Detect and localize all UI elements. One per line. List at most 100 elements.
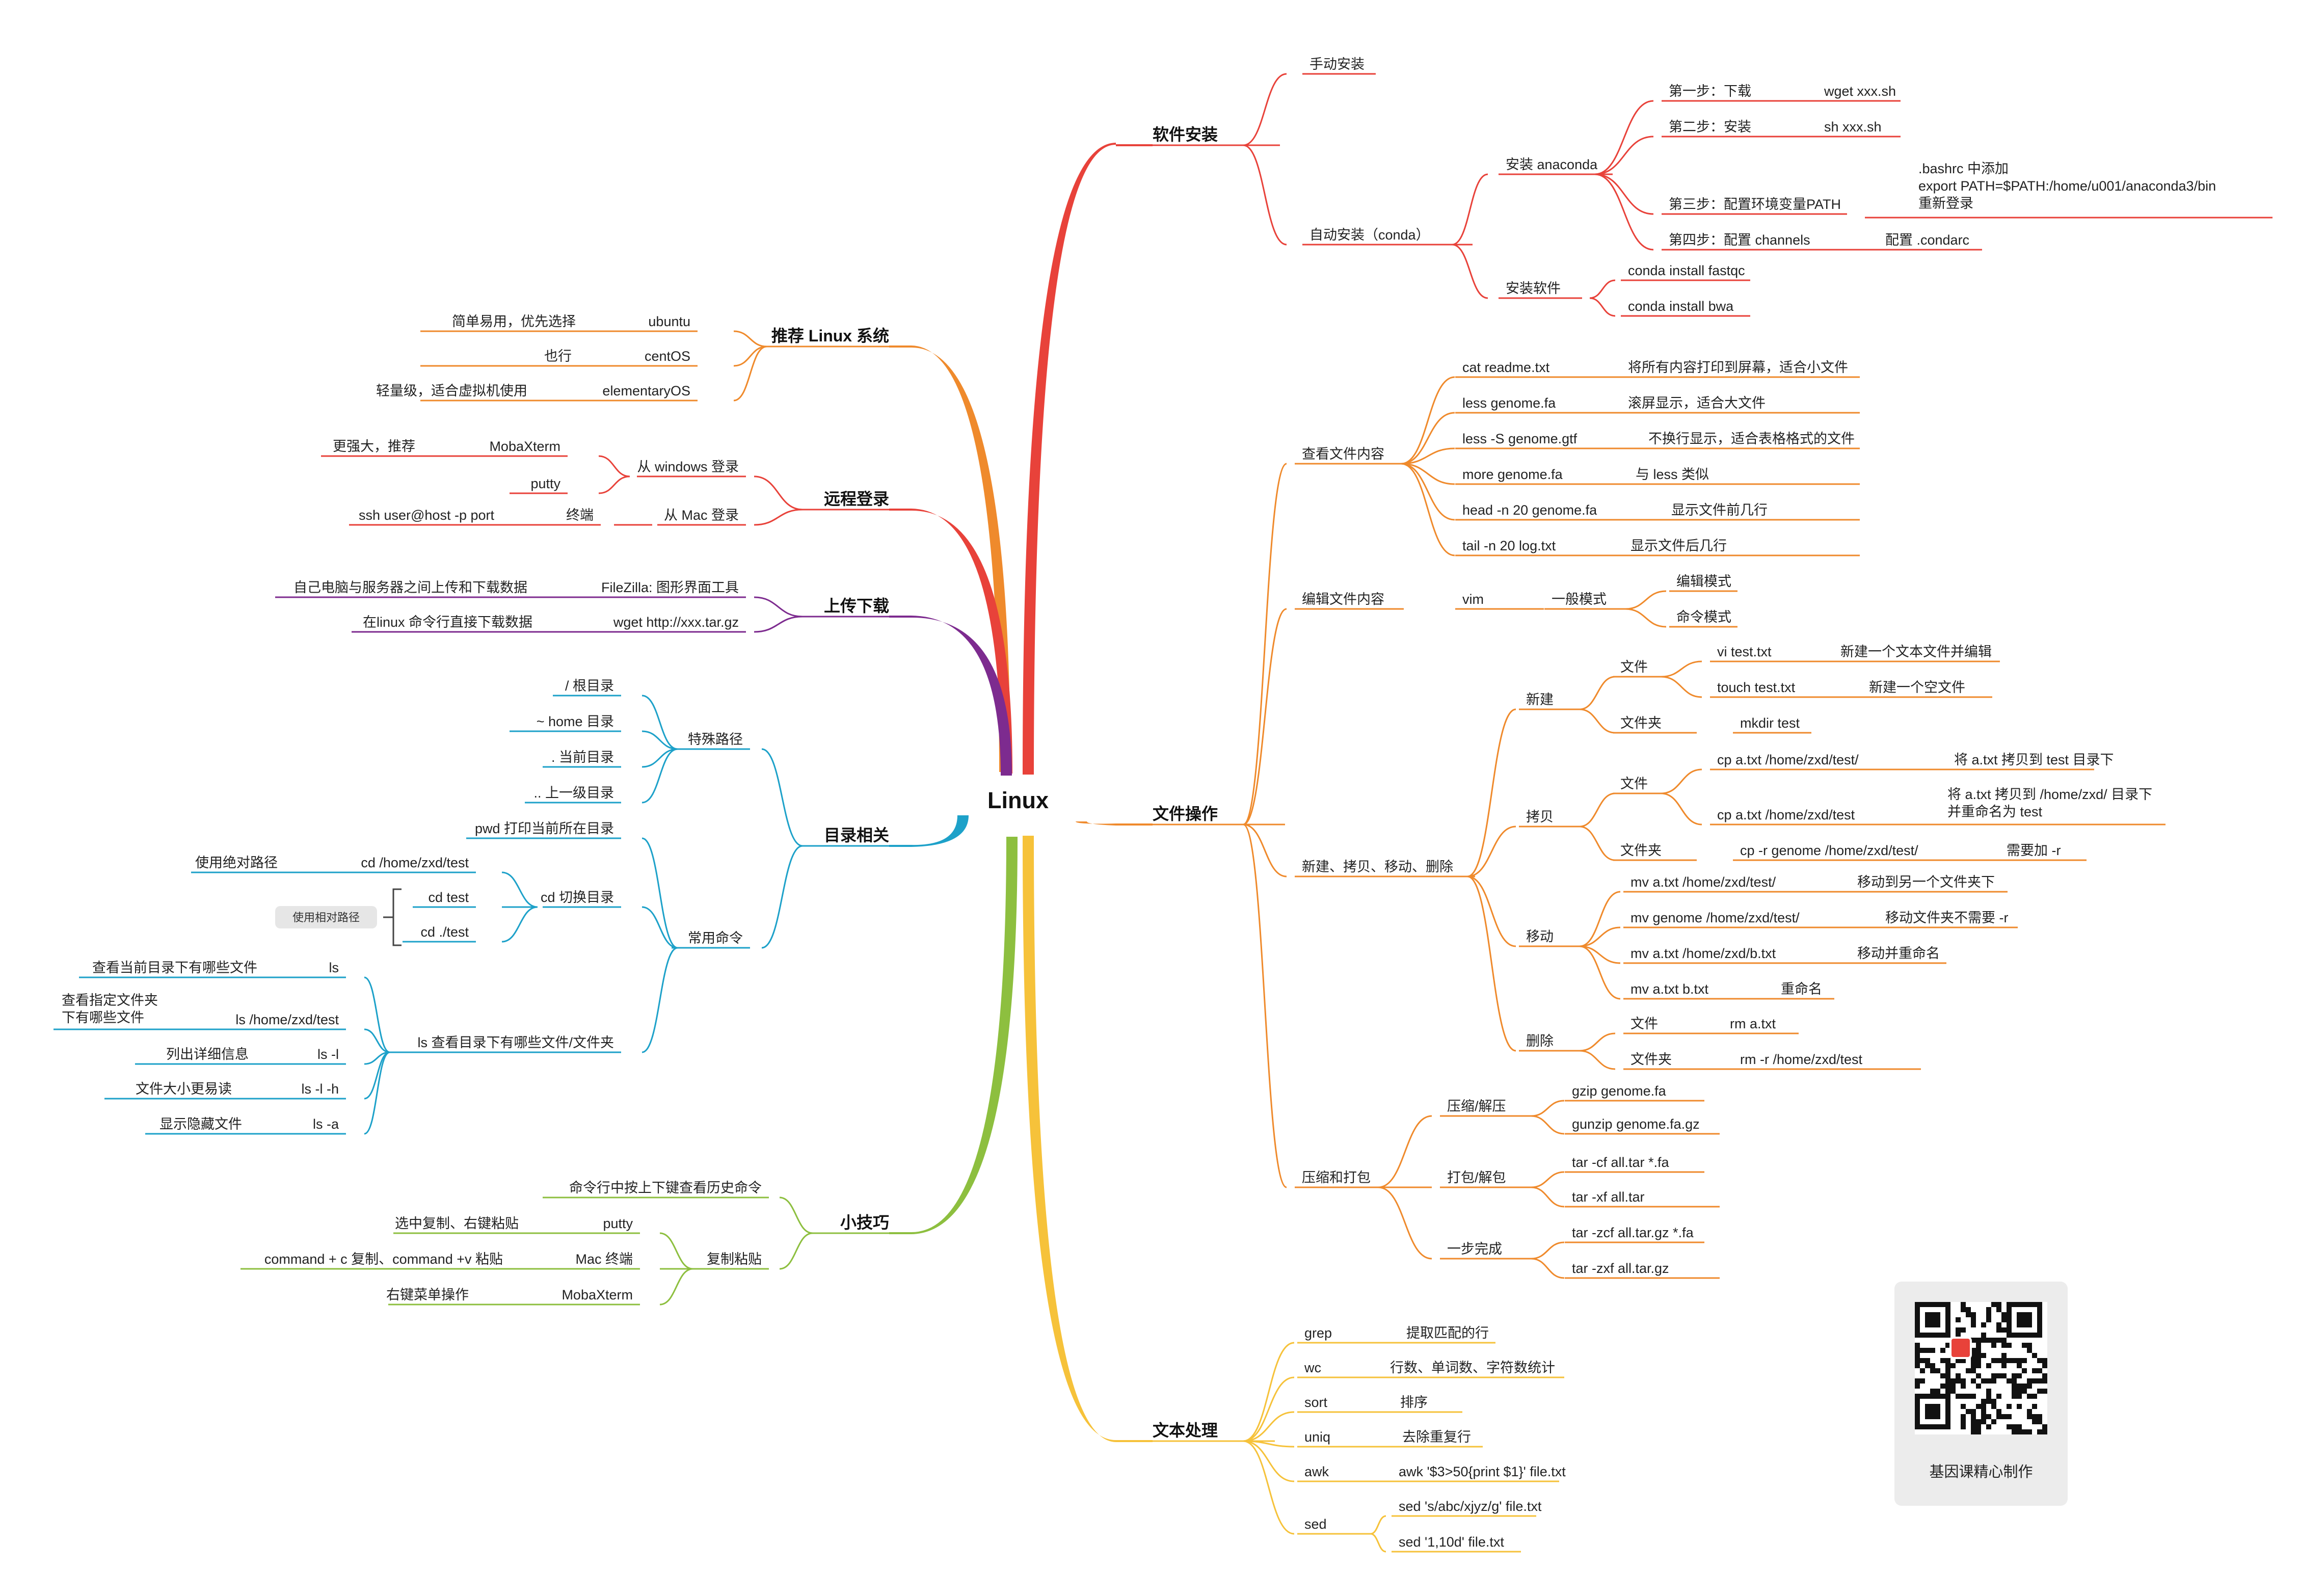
- qr-module: [1996, 1322, 2001, 1327]
- node-label: 命令行中按上下键查看历史命令: [569, 1180, 762, 1195]
- edge-curve: [1243, 823, 1287, 877]
- edge-curve: [1589, 297, 1616, 317]
- qr-module: [1976, 1358, 1981, 1363]
- qr-module: [2042, 1358, 2047, 1363]
- qr-module: [1956, 1358, 1961, 1363]
- qr-module: [2042, 1373, 2047, 1378]
- edge-curve: [598, 475, 630, 494]
- qr-module: [1991, 1399, 1996, 1404]
- edge-curve: [1625, 590, 1667, 610]
- node-label: MobaXterm: [562, 1287, 633, 1302]
- qr-module: [1945, 1358, 1950, 1363]
- edge-curve: [1579, 945, 1621, 964]
- qr-module: [2037, 1368, 2042, 1373]
- qr-module: [1991, 1373, 1996, 1378]
- qr-module: [2027, 1414, 2032, 1419]
- qr-module: [1925, 1348, 1930, 1353]
- edge-curve: [641, 730, 678, 750]
- description-text: 自己电脑与服务器之间上传和下载数据: [293, 580, 527, 595]
- edge-curve: [779, 1232, 813, 1270]
- command-text: mv a.txt /home/zxd/test/: [1630, 874, 1776, 890]
- command-text: wget xxx.sh: [1824, 84, 1896, 99]
- edge-curve: [1467, 708, 1516, 877]
- command-text: tar -zxf all.tar.gz: [1572, 1261, 1669, 1276]
- qr-module: [1991, 1404, 1996, 1409]
- description-text: 不换行显示，适合表格格式的文件: [1648, 431, 1855, 446]
- qr-module: [1935, 1389, 1940, 1394]
- qr-module: [1986, 1363, 1991, 1368]
- command-text: mv a.txt b.txt: [1630, 981, 1709, 997]
- node-label: 特殊路径: [688, 732, 743, 747]
- qr-module: [1971, 1363, 1976, 1368]
- edge-curve: [1661, 676, 1702, 698]
- node-label: 文件: [1620, 776, 1648, 791]
- qr-module: [1971, 1358, 1976, 1363]
- edge-curve: [1401, 447, 1455, 465]
- edge-curve: [1401, 463, 1455, 485]
- qr-module: [1956, 1333, 1961, 1338]
- description-text: 将 a.txt 拷贝到 test 目录下: [1954, 752, 2114, 767]
- qr-module: [1915, 1363, 1920, 1368]
- node-label: 第三步：配置环境变量PATH: [1669, 197, 1841, 212]
- description-text: 提取匹配的行: [1406, 1325, 1489, 1341]
- edge-curve: [1531, 1115, 1565, 1135]
- command-text: ssh user@host -p port: [359, 508, 495, 523]
- edge-curve: [1594, 136, 1654, 175]
- node-label: 复制粘贴: [707, 1252, 762, 1267]
- node-label: / 根目录: [565, 678, 614, 694]
- edge-curve: [761, 748, 803, 847]
- node-label: 命令模式: [1676, 609, 1731, 625]
- qr-module: [1920, 1358, 1925, 1363]
- command-text: less -S genome.gtf: [1462, 431, 1578, 446]
- node-label: .. 上一级目录: [533, 785, 614, 801]
- qr-module: [1986, 1424, 1991, 1429]
- node-label: MobaXterm: [489, 439, 560, 454]
- qr-module: [1940, 1373, 1945, 1378]
- description-text: 选中复制、右键粘贴: [395, 1216, 519, 1231]
- command-text: mv a.txt /home/zxd/b.txt: [1630, 946, 1776, 961]
- qr-module: [2037, 1419, 2042, 1424]
- node-label: 文件夹: [1630, 1052, 1672, 1067]
- qr-module: [2012, 1389, 2017, 1394]
- qr-module: [1915, 1358, 1920, 1363]
- command-text: cp -r genome /home/zxd/test/: [1740, 843, 1918, 858]
- qr-module: [2032, 1404, 2037, 1409]
- node-label: 一般模式: [1552, 592, 1607, 607]
- qr-module: [1925, 1358, 1930, 1363]
- node-label: 终端: [566, 508, 594, 523]
- qr-module: [1966, 1368, 1971, 1373]
- qr-module: [1915, 1353, 1920, 1358]
- qr-module: [1981, 1409, 1986, 1414]
- description-text: 查看当前目录下有哪些文件: [92, 960, 257, 975]
- branch-transfer: [911, 616, 1012, 776]
- qr-module: [1971, 1394, 1976, 1399]
- command-text: cd 切换目录: [541, 890, 614, 905]
- node-label: 新建、拷贝、移动、删除: [1302, 859, 1453, 874]
- edge-curve: [364, 976, 390, 1053]
- qr-module: [1976, 1348, 1981, 1353]
- node-label: 安装 anaconda: [1506, 157, 1598, 172]
- branch-soft: [1023, 143, 1116, 775]
- node-label: putty: [603, 1216, 633, 1231]
- qr-module: [1971, 1353, 1976, 1358]
- edge-curve: [754, 616, 803, 633]
- edge-curve: [761, 845, 803, 949]
- qr-module: [1971, 1368, 1976, 1373]
- qr-module: [1991, 1358, 1996, 1363]
- command-text: ls -a: [313, 1116, 339, 1132]
- node-label: putty: [530, 476, 560, 491]
- edge-curve: [1243, 144, 1287, 246]
- qr-module: [2012, 1384, 2017, 1389]
- command-text: vim: [1462, 592, 1484, 607]
- qr-module: [1956, 1373, 1961, 1378]
- edge-curve: [659, 1232, 693, 1270]
- edge-curve: [1579, 708, 1616, 734]
- qr-module: [2017, 1363, 2022, 1368]
- qr-module: [2022, 1368, 2027, 1373]
- qr-module: [2001, 1312, 2007, 1317]
- description-text: 与 less 类似: [1636, 467, 1709, 482]
- topic-directory: 目录相关: [824, 826, 889, 844]
- description-text: 移动并重命名: [1857, 946, 1940, 961]
- edge-curve: [1401, 463, 1455, 521]
- description-text: 查看指定文件夹: [62, 993, 158, 1008]
